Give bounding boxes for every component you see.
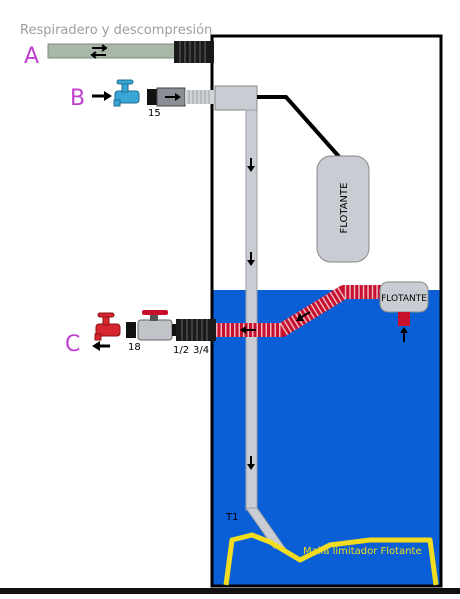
outlet-connector [176,319,216,341]
input-c-letter: C [65,332,80,357]
vent-connector [174,41,214,63]
mesh-label: Malla limitador Flotante [303,546,422,557]
upper-float-label: FLOTANTE [339,183,350,234]
outlet-connector-ribs [181,319,208,341]
down-pipe-bend [245,507,286,549]
inlet-arrow-icon [92,91,112,101]
outlet-size-three-quarter: 3/4 [193,345,209,356]
outlet-arrow-icon [92,341,110,351]
blue-tap-icon [113,79,140,107]
upper-float [316,155,370,263]
lower-float-stem [398,312,410,326]
red-tap-icon [94,312,121,341]
inlet-size-label: 15 [148,108,161,119]
suction-arrow-icon [400,327,408,342]
down-flow-arrows [247,158,255,470]
ball-valve-icon [137,310,173,341]
float-limiter-mesh [223,532,439,586]
bidirectional-arrow-icon [90,44,108,59]
tank-outline [210,34,443,588]
outlet-size-half: 1/2 [173,345,189,356]
float-valve-body [214,85,258,111]
input-b-letter: B [70,86,85,111]
outlet-size-18: 18 [128,342,141,353]
outlet-nut [126,322,136,338]
inlet-flow-arrow-icon [165,93,181,101]
float-lever-arm [257,95,344,162]
vent-pipe [47,43,177,59]
ground-line [0,588,460,594]
pipe-tag-t1: T1 [225,512,238,523]
inlet-nut [147,89,157,105]
vent-connector-ribs [179,41,206,63]
inlet-hose-ribs [188,90,210,104]
lower-float-label: FLOTANTE [381,294,427,304]
outlet-flow-arrows [240,311,311,334]
vent-title: Respiradero y descompresión [20,23,212,38]
input-a-letter: A [24,44,39,69]
